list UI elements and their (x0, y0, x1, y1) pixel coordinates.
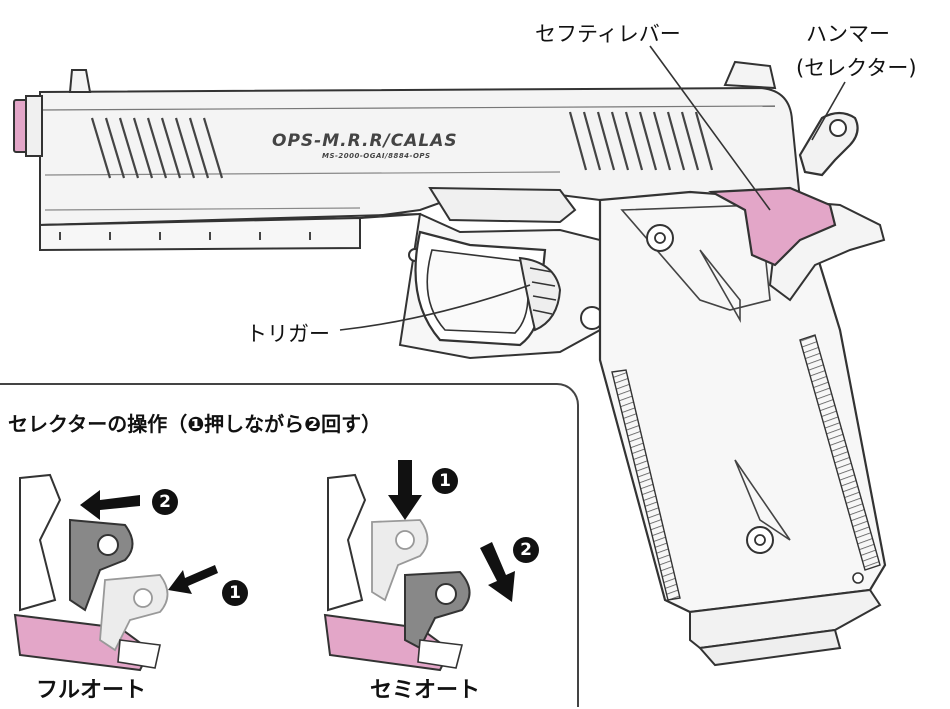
hammer[interactable] (798, 111, 859, 177)
grip (598, 190, 887, 667)
semi-auto-step2-badge: 2 (513, 537, 539, 563)
rail-slots (59, 232, 311, 240)
slide (39, 86, 802, 227)
hammer-label: ハンマー (806, 22, 890, 46)
hammer-selector-label: (セレクター) (796, 56, 917, 80)
selector-panel (0, 383, 579, 707)
trigger[interactable] (518, 256, 562, 332)
full-auto-step2-badge: 2 (152, 489, 178, 515)
trigger-leader (339, 284, 531, 331)
slide-engraving-sub: MS-2000-OGAI/8884-OPS (322, 152, 431, 160)
slide-stop (428, 186, 577, 224)
full-auto-label: フルオート (36, 678, 147, 703)
rear-sight (723, 60, 777, 90)
safety-lever[interactable] (708, 186, 837, 267)
front-serrations (90, 117, 224, 179)
full-auto-detail (13, 473, 218, 672)
rear-serrations (568, 111, 714, 171)
safety-lever-label: セフティレバー (535, 22, 681, 46)
semi-auto-detail (323, 460, 515, 672)
selector-panel-title: セレクターの操作（❶押しながら❷回す） (8, 412, 382, 436)
hammer-leader (811, 81, 846, 141)
safety-lever-leader (649, 45, 771, 211)
semi-auto-step1-badge: 1 (432, 468, 458, 494)
slide-engraving: OPS-M.R.R/CALAS (272, 131, 458, 151)
full-auto-step1-badge: 1 (222, 580, 248, 606)
trigger-label: トリガー (246, 322, 330, 346)
front-sight (68, 69, 92, 93)
semi-auto-label: セミオート (370, 678, 481, 703)
